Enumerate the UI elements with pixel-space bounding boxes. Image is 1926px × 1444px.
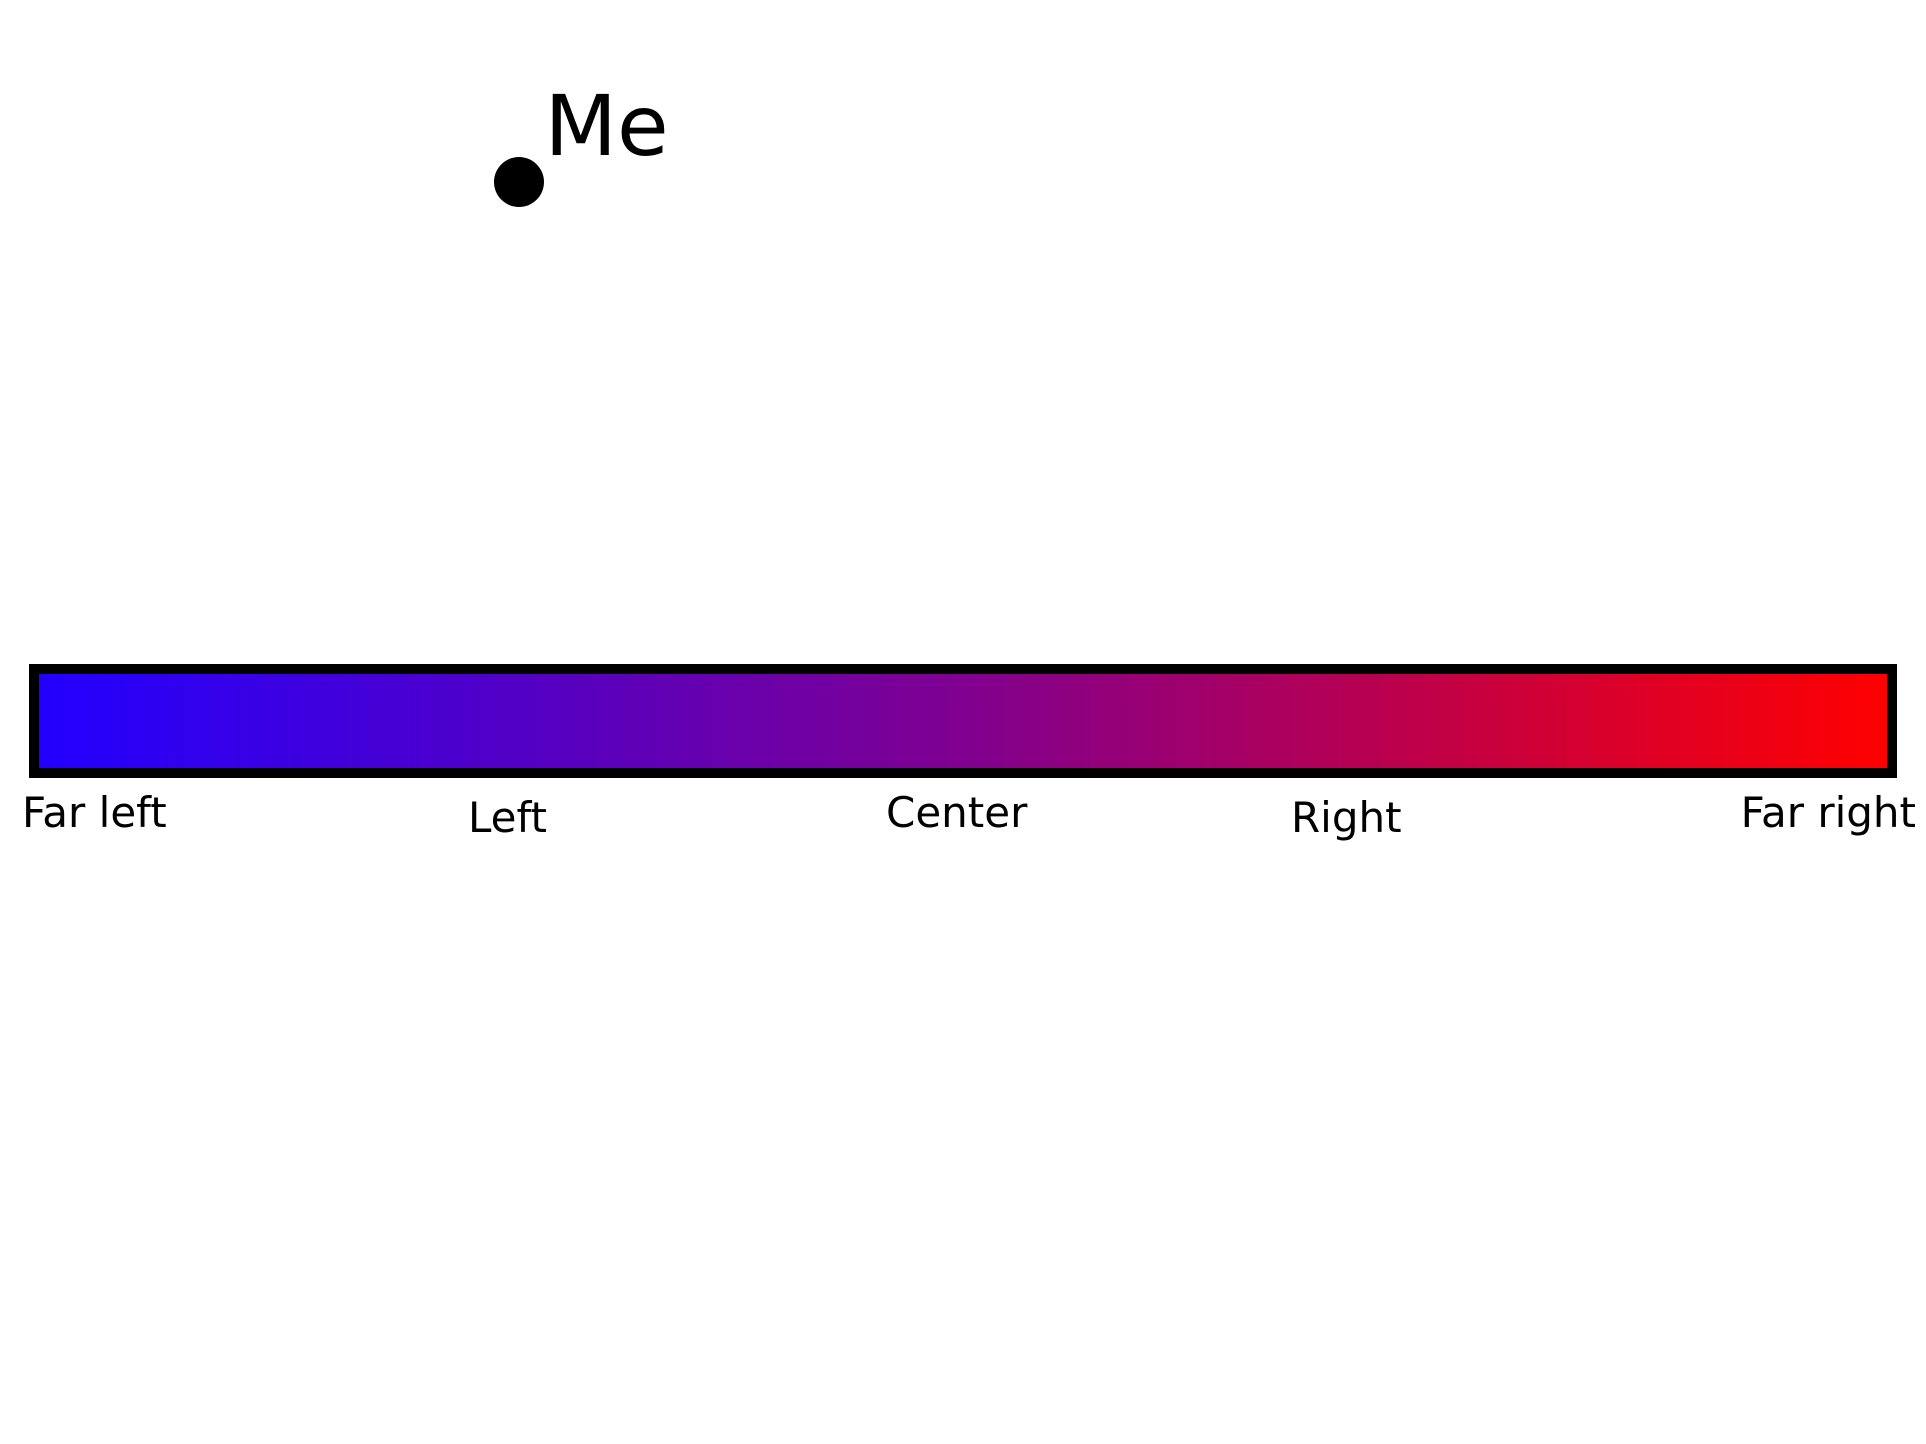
scale-label-left: Left bbox=[468, 793, 548, 842]
scale-label-far-right: Far right bbox=[1740, 788, 1916, 837]
me-marker-dot bbox=[494, 157, 545, 207]
scale-label-far-left: Far left bbox=[22, 788, 167, 837]
spectrum-gradient-bar bbox=[29, 664, 1897, 778]
scale-label-right: Right bbox=[1291, 793, 1402, 842]
scale-label-center: Center bbox=[886, 788, 1028, 837]
me-marker-label: Me bbox=[544, 77, 669, 175]
